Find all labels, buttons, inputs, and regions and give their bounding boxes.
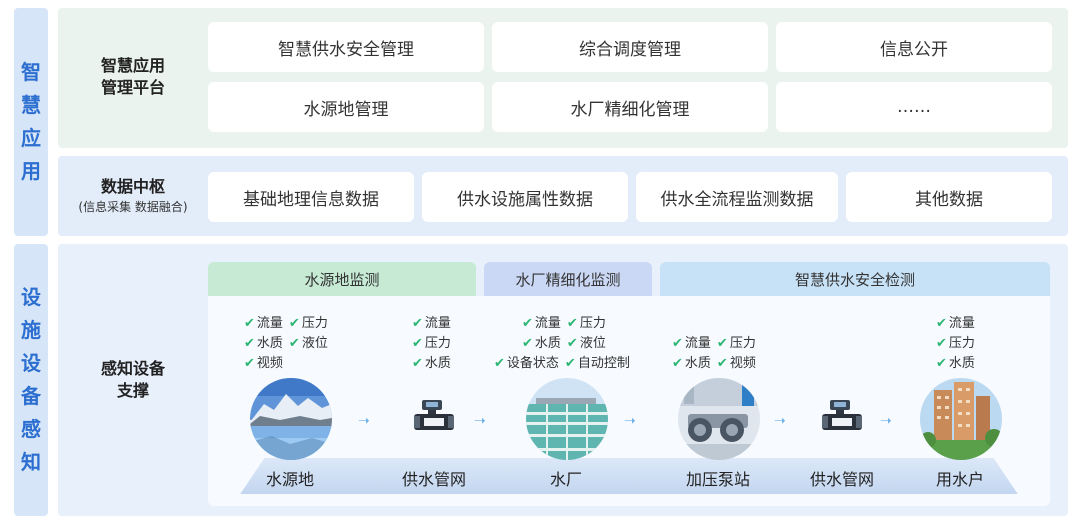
checklist-user: ✔流量 ✔压力 ✔水质 [936, 314, 981, 374]
checklist-pump: ✔流量✔压力 ✔水质✔视频 [672, 334, 762, 374]
check-icon: ✔ [244, 336, 255, 351]
side-char: 设 [21, 351, 41, 375]
check-item: 液位 [301, 336, 328, 351]
check-icon: ✔ [566, 336, 578, 351]
node-label-water-source: 水源地 [265, 470, 314, 489]
check-icon: ✔ [936, 336, 947, 351]
app-card-plant-management[interactable]: 水厂精细化管理 [492, 82, 768, 132]
app-platform-title-line2: 管理平台 [100, 78, 165, 97]
check-icon: ✔ [412, 356, 423, 371]
check-item: 水质 [948, 356, 975, 371]
tab-source-monitoring[interactable]: 水源地监测 [208, 262, 476, 296]
check-item: 流量 [684, 336, 711, 351]
data-card-facility[interactable]: 供水设施属性数据 [422, 172, 628, 222]
check-icon: ✔ [412, 336, 423, 351]
flow-arrow-icon: ➝ [880, 413, 892, 429]
side-char: 应 [21, 126, 41, 150]
check-item: 视频 [256, 356, 283, 371]
check-item: 视频 [729, 356, 756, 371]
app-card-water-safety[interactable]: 智慧供水安全管理 [208, 22, 484, 72]
check-item: 压力 [424, 336, 451, 351]
water-user-image [920, 378, 1002, 460]
pump-station-image [678, 378, 760, 460]
node-label-water-user: 用水户 [935, 470, 984, 489]
app-platform-title-line1: 智慧应用 [100, 56, 165, 75]
checklist-plant: ✔流量✔压力 ✔水质✔液位 ✔设备状态✔自动控制 [494, 314, 636, 374]
app-platform-title: 智慧应用 管理平台 [58, 55, 208, 99]
check-icon: ✔ [716, 356, 728, 371]
side-char: 施 [21, 318, 41, 342]
ground-platform [240, 458, 1018, 494]
check-item: 水质 [424, 356, 451, 371]
data-hub-subtitle: (信息采集 数据融合) [78, 200, 188, 214]
node-label-pipe-network-2: 供水管网 [809, 470, 874, 489]
checklist-source: ✔流量✔压力 ✔水质✔液位 ✔视频 [244, 314, 334, 374]
check-icon: ✔ [716, 336, 728, 351]
data-hub-title-block: 数据中枢 (信息采集 数据融合) [58, 176, 208, 216]
check-item: 流量 [424, 316, 451, 331]
check-icon: ✔ [412, 316, 423, 331]
check-item: 流量 [256, 316, 283, 331]
side-char: 智 [21, 60, 41, 84]
check-item: 流量 [948, 316, 975, 331]
tab-safety-detection[interactable]: 智慧供水安全检测 [660, 262, 1050, 296]
flow-arrow-icon: ➝ [474, 413, 486, 429]
check-item: 压力 [301, 316, 328, 331]
check-item: 压力 [579, 316, 606, 331]
check-icon: ✔ [564, 356, 576, 371]
check-item: 水质 [256, 336, 283, 351]
data-card-monitoring[interactable]: 供水全流程监测数据 [636, 172, 838, 222]
check-icon: ✔ [936, 316, 947, 331]
checklist-pipe-1: ✔流量 ✔压力 ✔水质 [412, 314, 457, 374]
app-card-water-source[interactable]: 水源地管理 [208, 82, 484, 132]
data-hub-title: 数据中枢 [100, 177, 165, 196]
sensing-title: 感知设备 支撑 [58, 358, 208, 402]
app-card-dispatch[interactable]: 综合调度管理 [492, 22, 768, 72]
side-label-facility-sensing: 设 施 设 备 感 知 [14, 244, 48, 516]
tab-plant-monitoring[interactable]: 水厂精细化监测 [484, 262, 652, 296]
sensing-title-line2: 支撑 [116, 381, 149, 400]
flow-arrow-icon: ➝ [358, 413, 370, 429]
check-item: 设备状态 [506, 356, 559, 371]
check-icon: ✔ [672, 356, 683, 371]
side-char: 用 [21, 159, 41, 183]
water-plant-image [526, 378, 608, 460]
pipe-meter-icon [820, 398, 864, 442]
check-icon: ✔ [244, 316, 255, 331]
side-char: 备 [21, 384, 41, 408]
check-item: 压力 [948, 336, 975, 351]
check-icon: ✔ [494, 356, 505, 371]
check-icon: ✔ [244, 356, 255, 371]
check-icon: ✔ [288, 316, 300, 331]
side-char: 感 [21, 417, 41, 441]
flow-arrow-icon: ➝ [624, 413, 636, 429]
node-label-water-plant: 水厂 [549, 470, 582, 489]
side-char: 设 [21, 285, 41, 309]
check-item: 流量 [534, 316, 561, 331]
check-icon: ✔ [936, 356, 947, 371]
check-icon: ✔ [672, 336, 683, 351]
sensing-title-line1: 感知设备 [100, 359, 165, 378]
check-icon: ✔ [288, 336, 300, 351]
check-item: 水质 [534, 336, 561, 351]
flow-arrow-icon: ➝ [774, 413, 786, 429]
data-card-other[interactable]: 其他数据 [846, 172, 1052, 222]
data-card-geo[interactable]: 基础地理信息数据 [208, 172, 414, 222]
side-char: 知 [21, 450, 41, 474]
app-card-public-info[interactable]: 信息公开 [776, 22, 1052, 72]
water-source-image [250, 378, 332, 460]
check-icon: ✔ [522, 316, 533, 331]
side-label-smart-application: 智 慧 应 用 [14, 8, 48, 236]
side-char: 慧 [21, 93, 41, 117]
check-item: 水质 [684, 356, 711, 371]
node-label-pipe-network-1: 供水管网 [401, 470, 466, 489]
node-label-pump-station: 加压泵站 [685, 470, 750, 489]
check-icon: ✔ [522, 336, 533, 351]
check-item: 自动控制 [577, 356, 630, 371]
check-item: 压力 [729, 336, 756, 351]
check-icon: ✔ [566, 316, 578, 331]
pipe-meter-icon [412, 398, 456, 442]
check-item: 液位 [579, 336, 606, 351]
app-card-more[interactable]: …… [776, 82, 1052, 132]
